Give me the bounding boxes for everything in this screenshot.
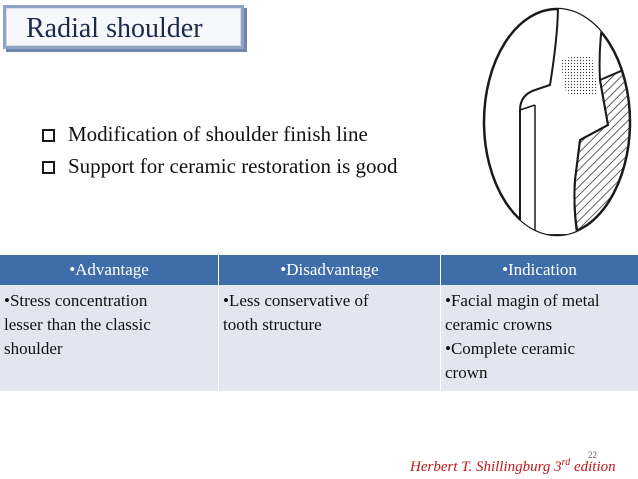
table-cell-indication: •Facial magin of metal ceramic crowns •C… <box>440 285 638 391</box>
checkbox-bullet-icon <box>42 128 55 142</box>
bullet-text: Support for ceramic restoration is good <box>68 153 398 178</box>
bullet-list: Modification of shoulder finish line Sup… <box>42 118 398 182</box>
citation-superscript: rd <box>561 457 571 468</box>
comparison-table: •Advantage •Disadvantage •Indication •St… <box>0 255 638 391</box>
tooth-preparation-illustration-icon <box>482 7 632 237</box>
title-box: Radial shoulder <box>3 5 244 49</box>
table-cell-disadvantage: •Less conservative of tooth structure <box>218 285 441 391</box>
cell-text: shoulder <box>4 339 63 358</box>
table-header-row: •Advantage •Disadvantage •Indication <box>0 255 638 285</box>
cell-text: tooth structure <box>223 315 322 334</box>
cell-text: •Less conservative of <box>223 291 369 310</box>
column-header-indication: •Indication <box>440 255 638 285</box>
bullet-item: Support for ceramic restoration is good <box>42 150 398 182</box>
citation-text: Herbert T. Shillingburg 3 <box>410 459 562 475</box>
column-header-disadvantage: •Disadvantage <box>218 255 441 285</box>
cell-text: ceramic crowns <box>445 315 553 334</box>
table-row: •Stress concentration lesser than the cl… <box>0 285 638 391</box>
cell-text: lesser than the classic <box>4 315 151 334</box>
column-header-advantage: •Advantage <box>0 255 219 285</box>
cell-text: •Stress concentration <box>4 291 148 310</box>
bullet-item: Modification of shoulder finish line <box>42 118 398 150</box>
cell-text: •Facial magin of metal <box>445 291 600 310</box>
slide-title: Radial shoulder <box>26 13 203 44</box>
cell-text: crown <box>445 363 488 382</box>
cell-text: •Complete ceramic <box>445 339 576 358</box>
table-cell-advantage: •Stress concentration lesser than the cl… <box>0 285 219 391</box>
slide-number: 22 <box>588 450 597 460</box>
checkbox-bullet-icon <box>42 160 55 174</box>
bullet-text: Modification of shoulder finish line <box>68 121 368 146</box>
citation-edition: edition <box>570 459 616 475</box>
citation: Herbert T. Shillingburg 3rd edition <box>410 457 616 476</box>
